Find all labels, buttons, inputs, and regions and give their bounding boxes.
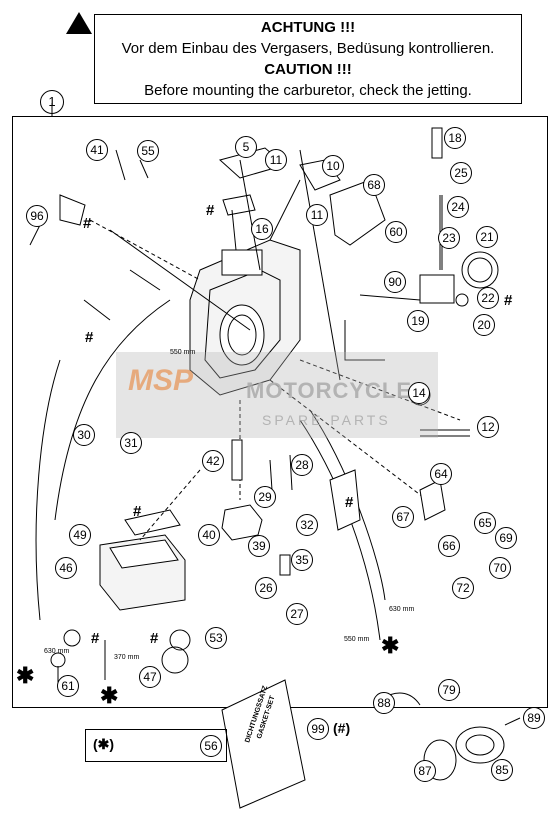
watermark-logo: MSP: [128, 364, 194, 397]
callout-18[interactable]: 18: [444, 127, 466, 149]
hash-mark: #: [133, 503, 142, 520]
callout-5[interactable]: 5: [235, 136, 257, 158]
callout-20[interactable]: 20: [473, 314, 495, 336]
caution-text-de: Vor dem Einbau des Vergasers, Bedüsung k…: [121, 40, 495, 57]
callout-27[interactable]: 27: [286, 603, 308, 625]
hash-mark: #: [91, 630, 100, 647]
warning-triangle-icon: [66, 12, 92, 34]
callout-89[interactable]: 89: [523, 707, 545, 729]
callout-30[interactable]: 30: [73, 424, 95, 446]
callout-68[interactable]: 68: [363, 174, 385, 196]
star-mark: ✱: [16, 663, 35, 688]
callout-47[interactable]: 47: [139, 666, 161, 688]
hash-mark: #: [83, 215, 92, 232]
callout-32[interactable]: 32: [296, 514, 318, 536]
callout-60[interactable]: 60: [385, 221, 407, 243]
watermark-subtitle: SPARE PARTS: [262, 412, 391, 428]
callout-87[interactable]: 87: [414, 760, 436, 782]
callout-66[interactable]: 66: [438, 535, 460, 557]
callout-64[interactable]: 64: [430, 463, 452, 485]
callout-12[interactable]: 12: [477, 416, 499, 438]
callout-21[interactable]: 21: [476, 226, 498, 248]
callout-31[interactable]: 31: [120, 432, 142, 454]
dimension-label: 550 mm: [170, 349, 196, 356]
callout-67[interactable]: 67: [392, 506, 414, 528]
callout-42[interactable]: 42: [202, 450, 224, 472]
callout-88[interactable]: 88: [373, 692, 395, 714]
caution-text-en: Before mounting the carburetor, check th…: [144, 82, 472, 99]
callout-11-bottom[interactable]: 11: [306, 204, 328, 226]
callout-19[interactable]: 19: [407, 310, 429, 332]
callout-39[interactable]: 39: [248, 535, 270, 557]
callout-11-top[interactable]: 11: [265, 149, 287, 171]
hash-mark: #: [206, 202, 215, 219]
callout-56[interactable]: 56: [200, 735, 222, 757]
callout-53[interactable]: 53: [205, 627, 227, 649]
callout-41[interactable]: 41: [86, 139, 108, 161]
callout-85[interactable]: 85: [491, 759, 513, 781]
callout-16[interactable]: 16: [251, 218, 273, 240]
callout-65[interactable]: 65: [474, 512, 496, 534]
watermark-title: MOTORCYCLE: [246, 378, 413, 403]
callout-61[interactable]: 61: [57, 675, 79, 697]
dimension-label: 630 mm: [44, 648, 70, 655]
star-mark: ✱: [381, 633, 400, 658]
caution-title-en: CAUTION !!!: [264, 61, 352, 78]
hash-mark: #: [85, 329, 94, 346]
watermark-band: [116, 352, 438, 438]
callout-35[interactable]: 35: [291, 549, 313, 571]
callout-55[interactable]: 55: [137, 140, 159, 162]
callout-46[interactable]: 46: [55, 557, 77, 579]
callout-90[interactable]: 90: [384, 271, 406, 293]
star-legend-frame: [85, 729, 227, 762]
callout-10[interactable]: 10: [322, 155, 344, 177]
callout-14[interactable]: 14: [408, 382, 430, 404]
caution-title-de: ACHTUNG !!!: [260, 19, 356, 36]
callout-79[interactable]: 79: [438, 679, 460, 701]
hash-mark: #: [150, 630, 159, 647]
callout-25[interactable]: 25: [450, 162, 472, 184]
star-legend: (✱): [93, 736, 115, 752]
dimension-label: 550 mm: [344, 636, 370, 643]
callout-49[interactable]: 49: [69, 524, 91, 546]
hash-mark: #: [504, 292, 513, 309]
callout-72[interactable]: 72: [452, 577, 474, 599]
caution-box: ACHTUNG !!! Vor dem Einbau des Vergasers…: [94, 14, 522, 104]
callout-29[interactable]: 29: [254, 486, 276, 508]
callout-24[interactable]: 24: [447, 196, 469, 218]
gasket-set-hash-legend: (#): [333, 720, 351, 736]
callout-26[interactable]: 26: [255, 577, 277, 599]
callout-22[interactable]: 22: [477, 287, 499, 309]
callout-23[interactable]: 23: [438, 227, 460, 249]
callout-99[interactable]: 99: [307, 718, 329, 740]
callout-96[interactable]: 96: [26, 205, 48, 227]
callout-28[interactable]: 28: [291, 454, 313, 476]
callout-69[interactable]: 69: [495, 527, 517, 549]
callout-40[interactable]: 40: [198, 524, 220, 546]
dimension-label: 370 mm: [114, 654, 140, 661]
callout-70[interactable]: 70: [489, 557, 511, 579]
star-mark: ✱: [100, 683, 119, 708]
dimension-label: 630 mm: [389, 606, 415, 613]
hash-mark: #: [345, 494, 354, 511]
